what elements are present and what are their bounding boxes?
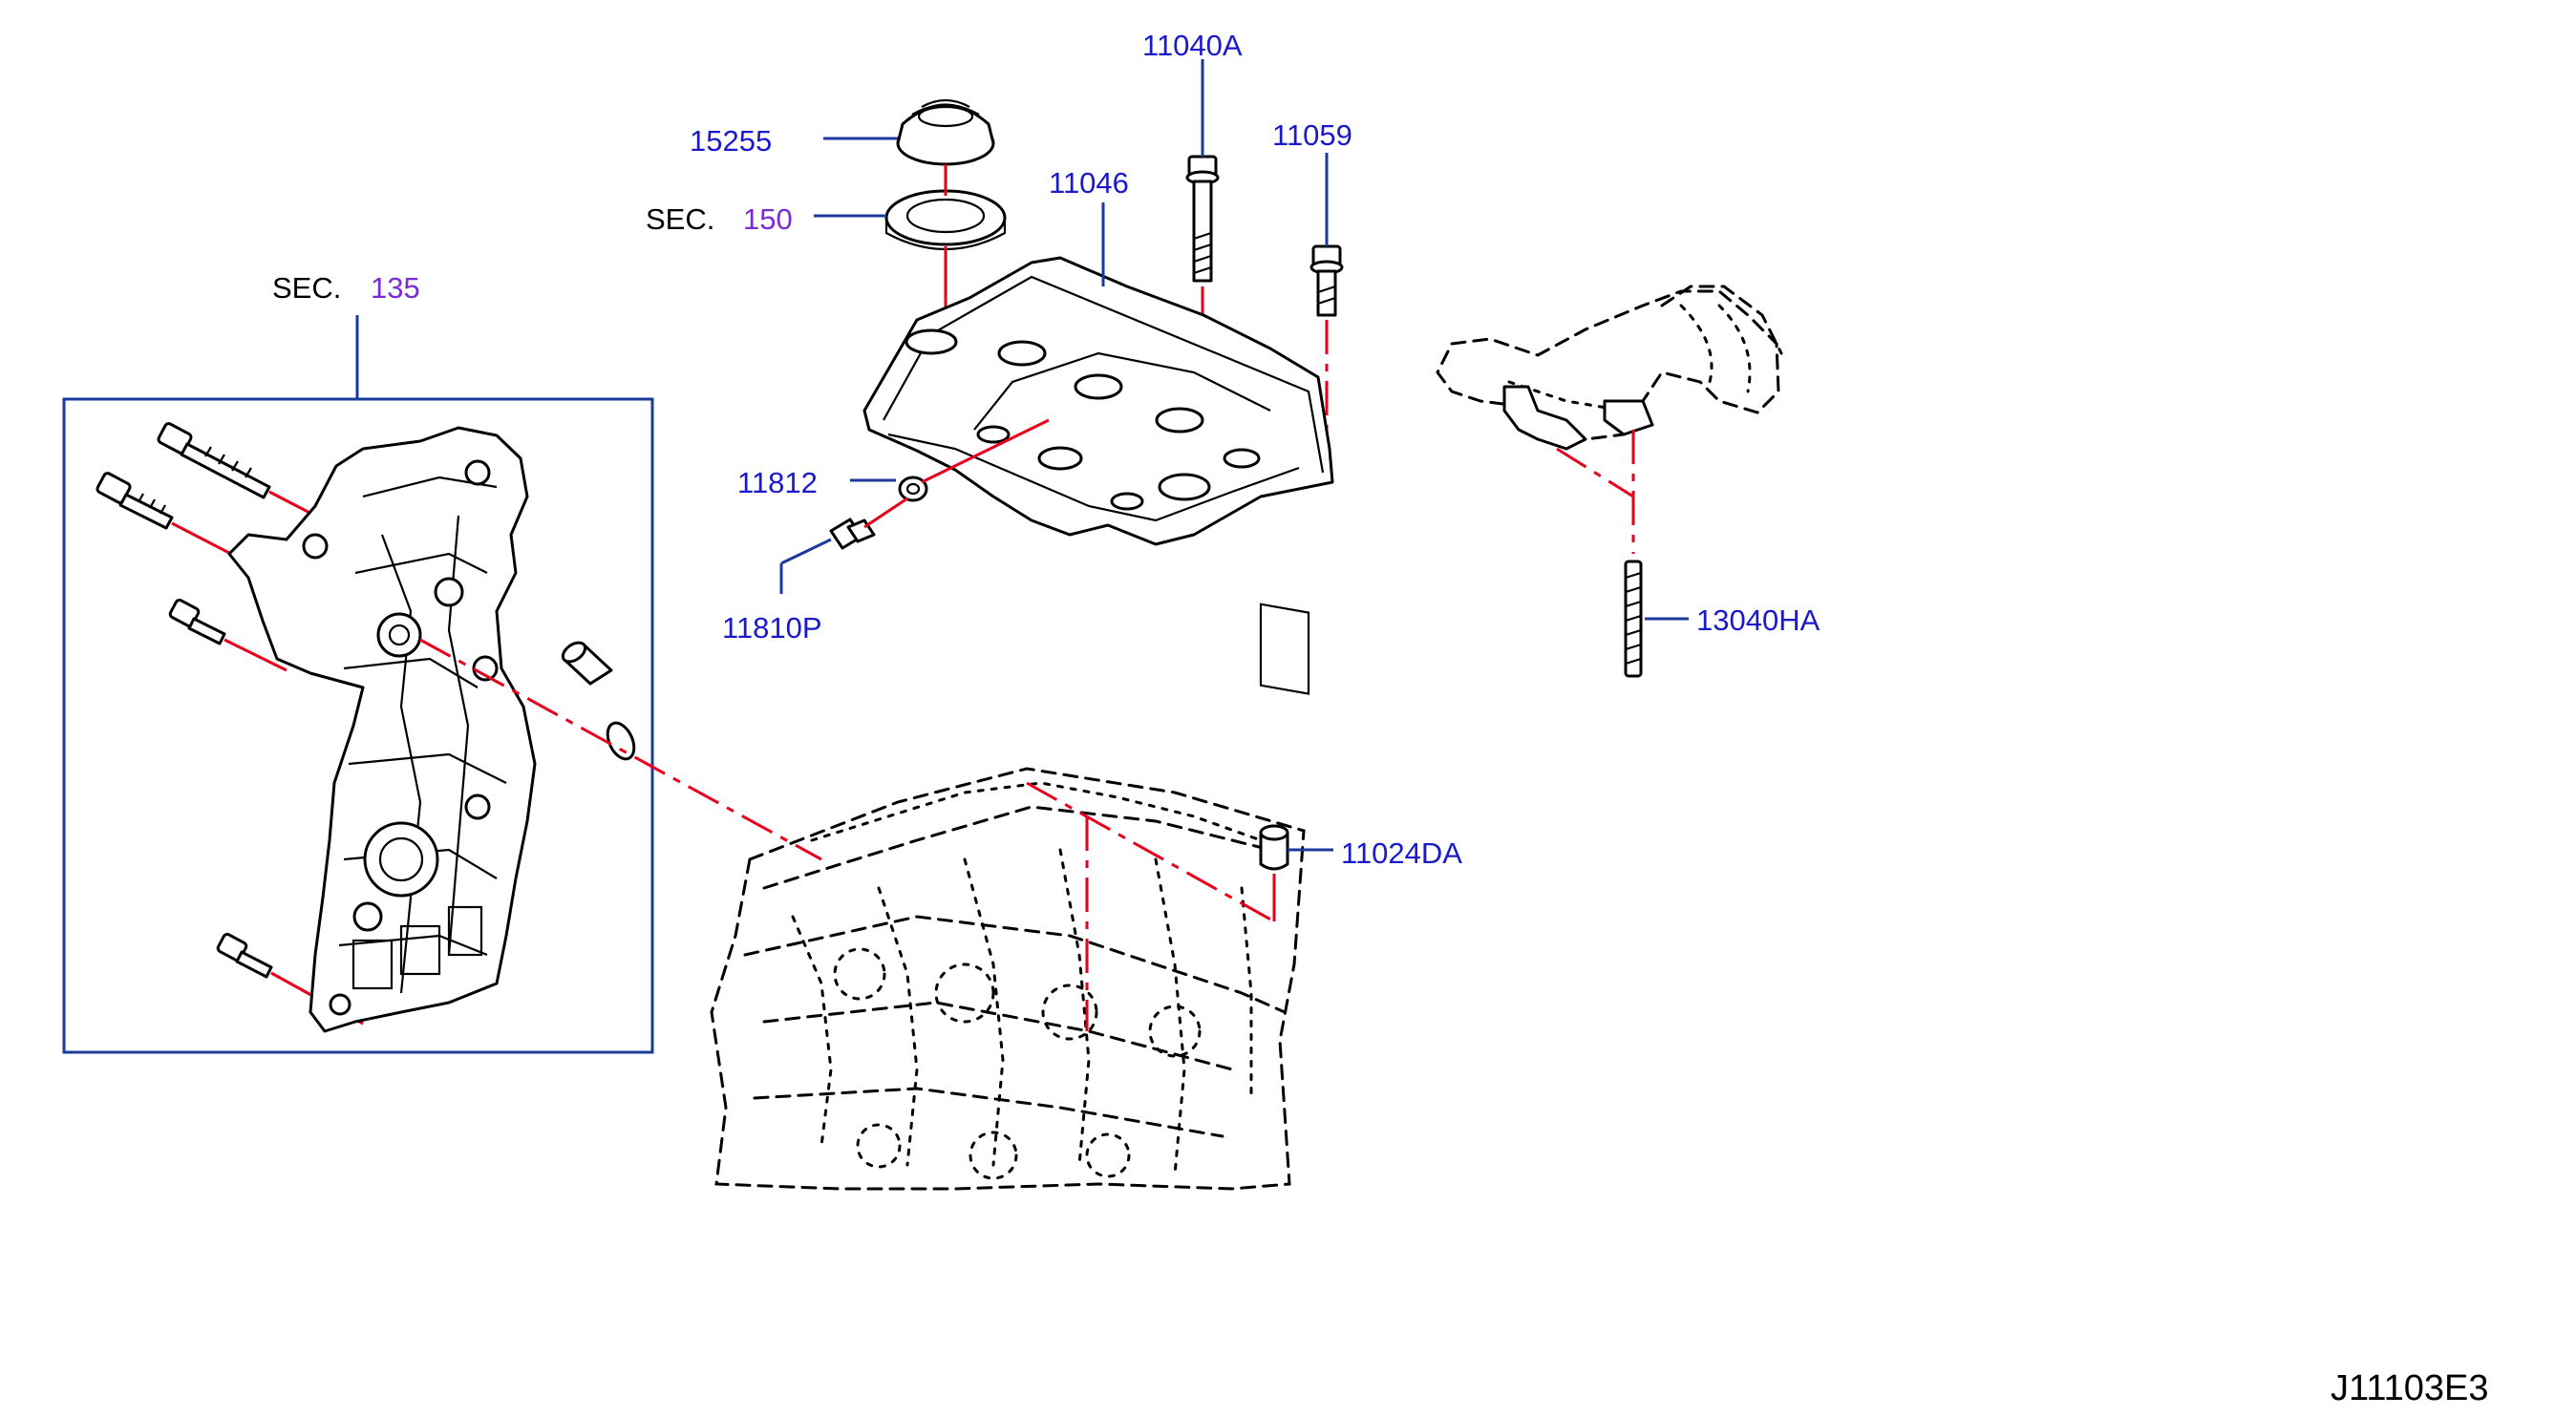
dowel-pin bbox=[561, 641, 613, 686]
cover-bolt-3 bbox=[168, 598, 226, 645]
cover-bolt-2 bbox=[96, 472, 174, 530]
bolt-3-alignment bbox=[224, 638, 287, 672]
cover-bolt-1 bbox=[157, 422, 271, 499]
section-135-number[interactable]: 135 bbox=[371, 271, 420, 305]
rocker-cover-bolt-short bbox=[1309, 244, 1344, 317]
filler-seal-ring bbox=[884, 189, 1007, 251]
sensor-leader bbox=[780, 538, 832, 565]
pcv-sensor bbox=[829, 518, 876, 550]
section-135-prefix: SEC. bbox=[272, 271, 341, 305]
part-labels: 11040A 11059 15255 SEC. 150 11046 11812 … bbox=[646, 29, 1820, 870]
label-15255[interactable]: 15255 bbox=[690, 124, 772, 158]
sensor-alignment bbox=[863, 497, 908, 529]
timing-chain-cover-group: SEC. 135 bbox=[62, 271, 654, 1054]
label-11059[interactable]: 11059 bbox=[1272, 118, 1352, 152]
block-dowel-alignment bbox=[1026, 781, 1275, 923]
label-11024DA[interactable]: 11024DA bbox=[1341, 836, 1462, 870]
label-11040A[interactable]: 11040A bbox=[1142, 29, 1243, 62]
rocker-grommet bbox=[898, 476, 928, 502]
label-11810P[interactable]: 11810P bbox=[722, 611, 822, 645]
drawing-id: J11103E3 bbox=[2331, 1368, 2489, 1408]
cover-to-block-alignment bbox=[419, 638, 822, 861]
label-11046[interactable]: 11046 bbox=[1049, 166, 1129, 200]
intake-pipe-phantom bbox=[1436, 285, 1783, 451]
rocker-cover-bolt-long bbox=[1185, 155, 1220, 283]
section-150-number[interactable]: 150 bbox=[743, 202, 793, 236]
label-13040HA[interactable]: 13040HA bbox=[1696, 603, 1820, 637]
rocker-cover bbox=[862, 256, 1334, 695]
cylinder-block-phantom bbox=[710, 767, 1306, 1191]
cover-bolt-4 bbox=[216, 932, 273, 979]
section-150-prefix: SEC. bbox=[646, 202, 714, 236]
o-ring bbox=[606, 721, 636, 761]
grommet-alignment bbox=[921, 418, 1050, 484]
stud-bolt bbox=[1624, 560, 1643, 678]
timing-chain-cover bbox=[227, 426, 537, 1033]
label-11812[interactable]: 11812 bbox=[737, 466, 818, 499]
block-dowel bbox=[1259, 824, 1289, 871]
oil-filler-cap bbox=[896, 98, 995, 166]
rocker-cover-group bbox=[779, 98, 1344, 695]
intake-alignment-a bbox=[1556, 447, 1634, 498]
